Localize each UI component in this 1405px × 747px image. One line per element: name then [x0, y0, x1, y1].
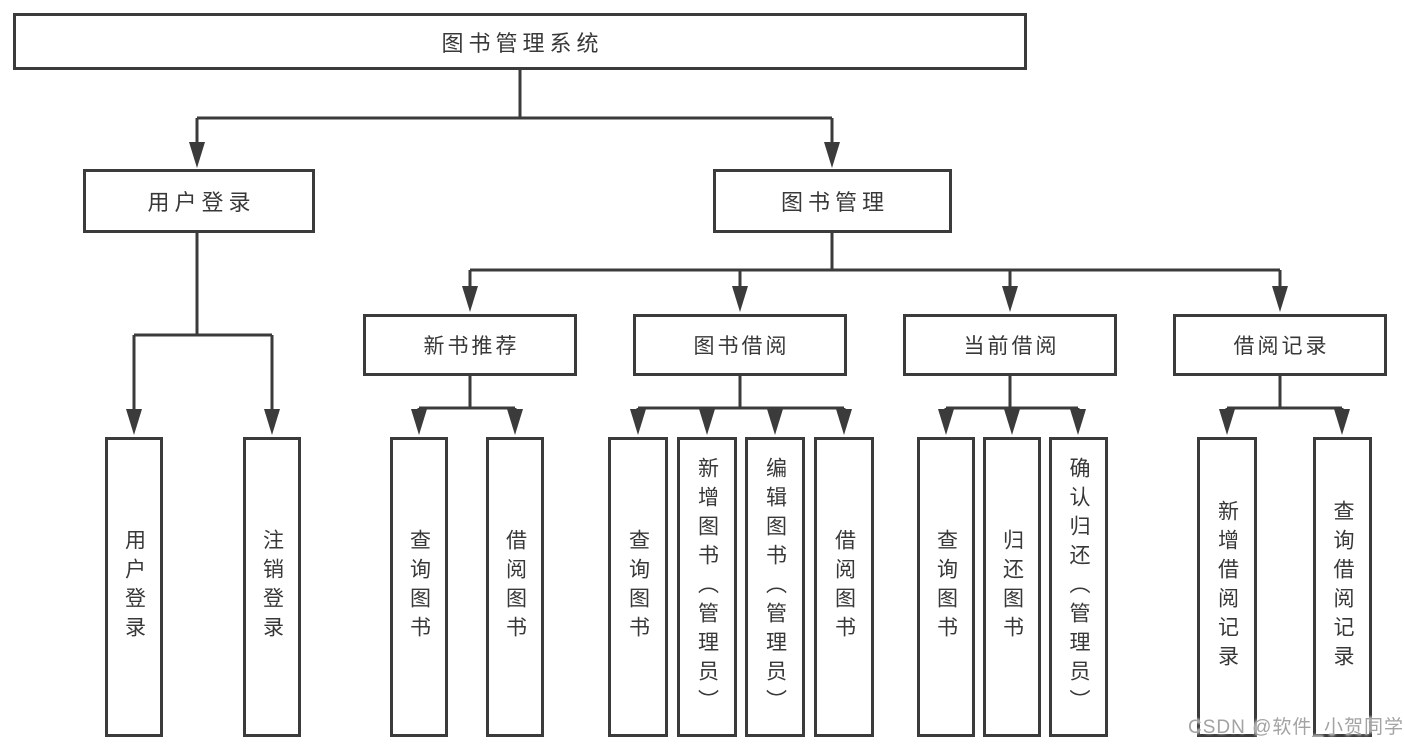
arrowheads [126, 142, 1350, 435]
node-book-borrowing: 图书借阅 [633, 314, 847, 376]
leaf-query-borrow-record: 查询借阅记录 [1313, 437, 1372, 737]
leaf-add-borrow-record: 新增借阅记录 [1197, 437, 1257, 737]
node-borrowing-records-label: 借阅记录 [1233, 335, 1330, 358]
node-borrowing-records: 借阅记录 [1173, 314, 1387, 376]
csdn-watermark: CSDN @软件_小贺同学 [1188, 717, 1404, 738]
node-new-book-recommend-label: 新书推荐 [423, 335, 520, 358]
node-current-borrowing: 当前借阅 [903, 314, 1117, 376]
leaf-current-query-books: 查询图书 [917, 437, 975, 737]
node-current-borrowing-label: 当前借阅 [963, 335, 1060, 358]
leaf-edit-books-admin: 编辑图书（管理员） [745, 437, 805, 737]
leaf-recommend-query-books: 查询图书 [390, 437, 448, 737]
node-book-borrowing-label: 图书借阅 [693, 335, 790, 358]
leaf-add-books-admin: 新增图书（管理员） [677, 437, 737, 737]
node-root-label: 图书管理系统 [441, 30, 604, 56]
leaf-logout: 注销登录 [243, 437, 301, 737]
node-book-management: 图书管理 [713, 169, 952, 233]
leaf-recommend-borrow-books: 借阅图书 [486, 437, 544, 737]
leaf-borrow-query-books: 查询图书 [608, 437, 668, 737]
node-new-book-recommend: 新书推荐 [363, 314, 577, 376]
leaf-user-login: 用户登录 [105, 437, 163, 737]
node-user-login: 用户登录 [83, 169, 315, 233]
node-root: 图书管理系统 [13, 13, 1027, 70]
node-book-management-label: 图书管理 [780, 190, 889, 215]
leaf-borrow-books: 借阅图书 [814, 437, 874, 737]
leaf-confirm-return-admin: 确认归还（管理员） [1049, 437, 1108, 737]
node-user-login-label: 用户登录 [147, 190, 256, 215]
leaf-return-books: 归还图书 [983, 437, 1041, 737]
